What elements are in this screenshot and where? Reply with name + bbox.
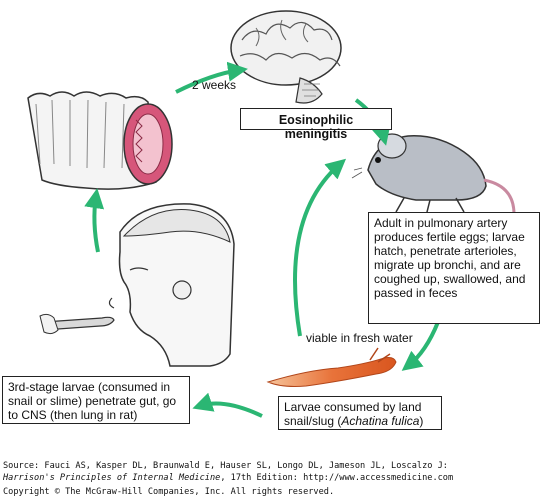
copyright-line: Copyright © The McGraw-Hill Companies, I… <box>3 487 335 497</box>
human-description-box: 3rd-stage larvae (consumed in snail or s… <box>2 376 190 424</box>
two-weeks-label: 2 weeks <box>192 78 237 92</box>
snail-species: Achatina fulica <box>341 414 420 428</box>
book-title: Harrison's Principles of Internal Medici… <box>3 473 221 483</box>
source-line-2-rest: , 17th Edition: http://www.accessmedicin… <box>220 473 454 483</box>
eosinophilic-meningitis-box: Eosinophilic meningitis <box>240 108 392 141</box>
arrow-gut-to-brain <box>175 61 248 94</box>
slug-illustration <box>266 347 397 387</box>
arrow-snail-to-human <box>192 392 263 418</box>
rat-description-box: Adult in pulmonary artery produces ferti… <box>368 212 540 324</box>
arrow-rat-to-snail <box>401 321 440 371</box>
snail-text-suffix: ) <box>419 414 424 428</box>
viable-label: viable in fresh water <box>306 331 413 345</box>
source-line-1: Source: Fauci AS, Kasper DL, Braunwald E… <box>3 461 448 471</box>
brain-illustration <box>230 10 342 104</box>
snail-description-box: Larvae consumed by land snail/slug (Acha… <box>278 396 442 430</box>
cycle-arrows <box>84 61 440 418</box>
arrow-human-to-gut <box>84 188 105 253</box>
source-line-2: Harrison's Principles of Internal Medici… <box>3 473 453 484</box>
snail-text-prefix: Larvae consumed by land snail/slug ( <box>284 400 422 428</box>
arrow-feces-to-larvae <box>293 158 347 337</box>
human-illustration <box>39 203 235 367</box>
intestine-illustration <box>27 91 173 190</box>
